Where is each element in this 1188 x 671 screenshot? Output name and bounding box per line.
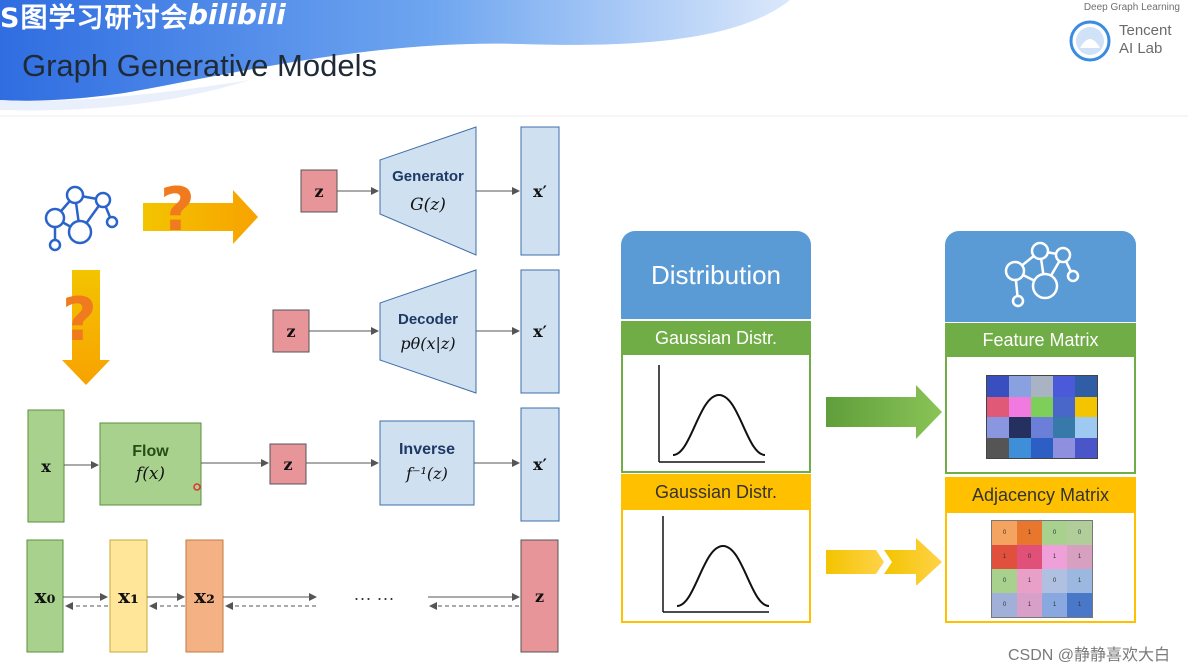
adjacency-cell: 0	[1067, 521, 1092, 545]
x1-label: x₁	[118, 584, 139, 608]
x-prime-output: x′	[533, 322, 547, 341]
adjacency-cell: 1	[1067, 593, 1092, 617]
adjacency-cell: 1	[1067, 569, 1092, 593]
graph-header	[945, 231, 1136, 322]
gaussian-plot-1	[621, 355, 811, 473]
adjacency-arrow-segment-icon	[826, 550, 884, 574]
adjacency-matrix-header: Adjacency Matrix	[945, 477, 1136, 513]
adjacency-cell: 1	[1067, 545, 1092, 569]
distribution-title: Distribution	[621, 231, 811, 319]
adjacency-cell: 0	[1042, 569, 1067, 593]
unknown-mapping-arrow	[143, 190, 258, 244]
adjacency-cell: 1	[1017, 593, 1042, 617]
z-latent-label: z	[283, 454, 293, 474]
adjacency-cell: 0	[1042, 521, 1067, 545]
adjacency-cell: 1	[1017, 569, 1042, 593]
question-mark-icon: ?	[62, 285, 97, 355]
feature-matrix-grid	[986, 375, 1098, 459]
brand-line2: AI Lab	[1119, 40, 1163, 57]
adjacency-matrix-grid: 0 1 0 0 1 0 1 1 0 1 0 1 0 1 1 1	[991, 520, 1093, 618]
feature-arrow-icon	[826, 385, 942, 439]
x-input-label: x	[41, 456, 51, 476]
adjacency-cell: 0	[1017, 545, 1042, 569]
distribution-card: Distribution Gaussian Distr. Gaussian Di…	[621, 231, 811, 625]
banner-text: S图学习研讨会	[0, 3, 189, 34]
adjacency-cell: 1	[1017, 521, 1042, 545]
z-latent-label: z	[534, 586, 545, 606]
bell-curve-icon	[658, 365, 766, 463]
graph-output-card: Feature Matrix Adjacency Matrix 0 1 0 0 …	[945, 231, 1136, 625]
decoder-title: Decoder	[397, 311, 459, 328]
flow-title: Flow	[132, 443, 169, 460]
feature-matrix-header: Feature Matrix	[945, 323, 1136, 357]
brand-tagline: Deep Graph Learning	[1083, 2, 1180, 13]
tencent-ai-lab-logo-icon	[1069, 20, 1111, 62]
generative-models-diagram	[26, 126, 560, 653]
gaussian-header-2: Gaussian Distr.	[621, 474, 811, 510]
bell-curve-icon	[662, 516, 770, 613]
x-prime-output: x′	[533, 181, 547, 201]
gaussian-plot-2	[621, 510, 811, 623]
adjacency-cell: 1	[992, 545, 1017, 569]
x2-label: x₂	[194, 584, 215, 608]
flow-formula: f(x)	[135, 464, 166, 484]
adjacency-cell: 1	[1042, 593, 1067, 617]
adjacency-cell: 0	[992, 569, 1017, 593]
generator-formula: G(z)	[410, 195, 446, 215]
adjacency-cell: 0	[992, 521, 1017, 545]
gaussian-header-1: Gaussian Distr.	[621, 321, 811, 355]
bilibili-logo: bilibili	[188, 0, 286, 31]
adjacency-cell: 1	[1042, 545, 1067, 569]
unknown-mapping-arrow-down	[62, 270, 110, 385]
slide-title: Graph Generative Models	[22, 48, 377, 83]
csdn-watermark: CSDN @静静喜欢大白	[1007, 647, 1170, 664]
z-latent-label: z	[286, 321, 296, 341]
x-prime-output: x′	[533, 455, 547, 474]
feature-matrix-panel	[945, 357, 1136, 474]
adjacency-matrix-panel: 0 1 0 0 1 0 1 1 0 1 0 1 0 1 1 1	[945, 513, 1136, 623]
z-latent-label: z	[314, 181, 324, 201]
graph-network-icon	[44, 185, 119, 252]
generator-title: Generator	[392, 168, 464, 185]
adjacency-cell: 0	[992, 593, 1017, 617]
mapping-arrows	[826, 385, 942, 585]
ellipsis: ··· ···	[353, 588, 395, 608]
graph-network-icon	[1004, 241, 1080, 308]
inverse-title: Inverse	[398, 441, 456, 458]
decoder-formula: pθ(x|z)	[400, 334, 456, 353]
brand-line1: Tencent	[1119, 22, 1172, 39]
x0-label: x₀	[34, 584, 56, 608]
question-mark-icon: ?	[160, 175, 195, 245]
inverse-formula: f⁻¹(z)	[406, 464, 448, 483]
adjacency-arrow-icon	[884, 538, 942, 585]
